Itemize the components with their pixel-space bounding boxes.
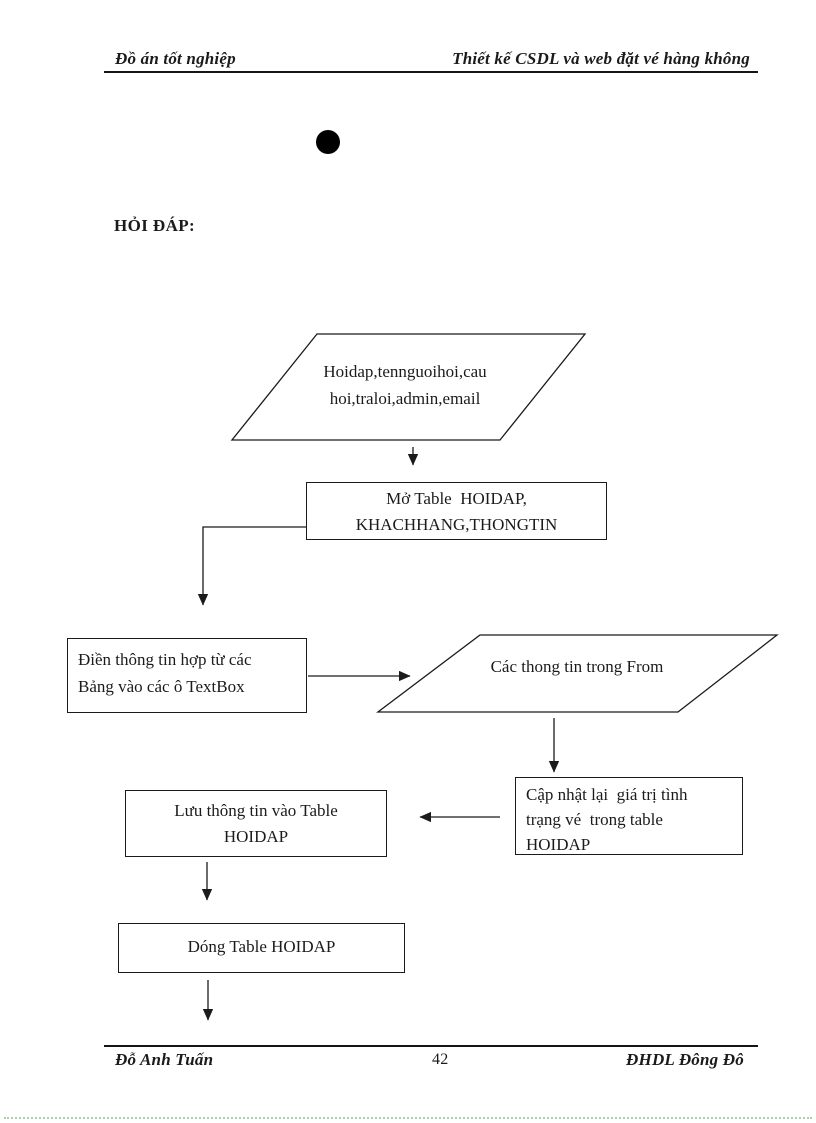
node-text-line: hoi,traloi,admin,email xyxy=(329,389,481,408)
node-text-line: Lưu thông tin vào Table xyxy=(174,801,338,820)
connector-open-to-fill xyxy=(197,526,306,606)
node-text-line: Cập nhật lại giá trị tình xyxy=(526,785,688,804)
node-text-line: trạng vé trong table xyxy=(526,810,663,829)
node-text-line: HOIDAP xyxy=(223,827,289,846)
footer-author-text: Đỗ Anh Tuấn xyxy=(115,1050,214,1069)
close-table-node: Dóng Table HOIDAP xyxy=(118,923,405,973)
form-info-node: Các thong tin trong From xyxy=(427,655,727,679)
node-text-line: KHACHHANG,THONGTIN xyxy=(355,515,558,534)
save-info-node: Lưu thông tin vào Table HOIDAP xyxy=(125,790,387,857)
form-parallelogram xyxy=(376,634,779,713)
node-text-line: Các thong tin trong From xyxy=(490,657,664,676)
open-table-node: Mở Table HOIDAP, KHACHHANG,THONGTIN xyxy=(306,482,607,540)
header-right-text: Thiết kế CSDL và web đặt vé hàng không xyxy=(452,49,750,68)
page-header: Đồ án tốt nghiệp Thiết kế CSDL và web đặ… xyxy=(104,44,758,73)
section-title: HỎI ĐÁP: xyxy=(114,216,196,235)
header-left-text: Đồ án tốt nghiệp xyxy=(115,49,236,68)
page-footer: Đỗ Anh Tuấn 42 ĐHDL Đông Đô xyxy=(104,1045,758,1077)
section-bullet-icon xyxy=(316,130,340,154)
footer-page-number: 42 xyxy=(432,1051,449,1068)
page-bottom-divider xyxy=(4,1117,812,1119)
node-text-line: Mở Table HOIDAP, xyxy=(386,489,527,508)
node-text-line: Bảng vào các ô TextBox xyxy=(78,677,245,696)
node-text-line: Điền thông tin hợp từ các xyxy=(78,650,252,669)
input-parallelogram xyxy=(230,333,587,441)
node-text-line: HOIDAP xyxy=(526,835,591,854)
fill-textbox-node: Điền thông tin hợp từ các Bảng vào các ô… xyxy=(67,638,307,713)
update-status-node: Cập nhật lại giá trị tình trạng vé trong… xyxy=(515,777,743,855)
footer-school-text: ĐHDL Đông Đô xyxy=(626,1050,744,1069)
input-data-node: Hoidap,tennguoihoi,cau hoi,traloi,admin,… xyxy=(260,358,550,412)
node-text-line: Dóng Table HOIDAP xyxy=(187,937,336,956)
node-text-line: Hoidap,tennguoihoi,cau xyxy=(323,362,487,381)
